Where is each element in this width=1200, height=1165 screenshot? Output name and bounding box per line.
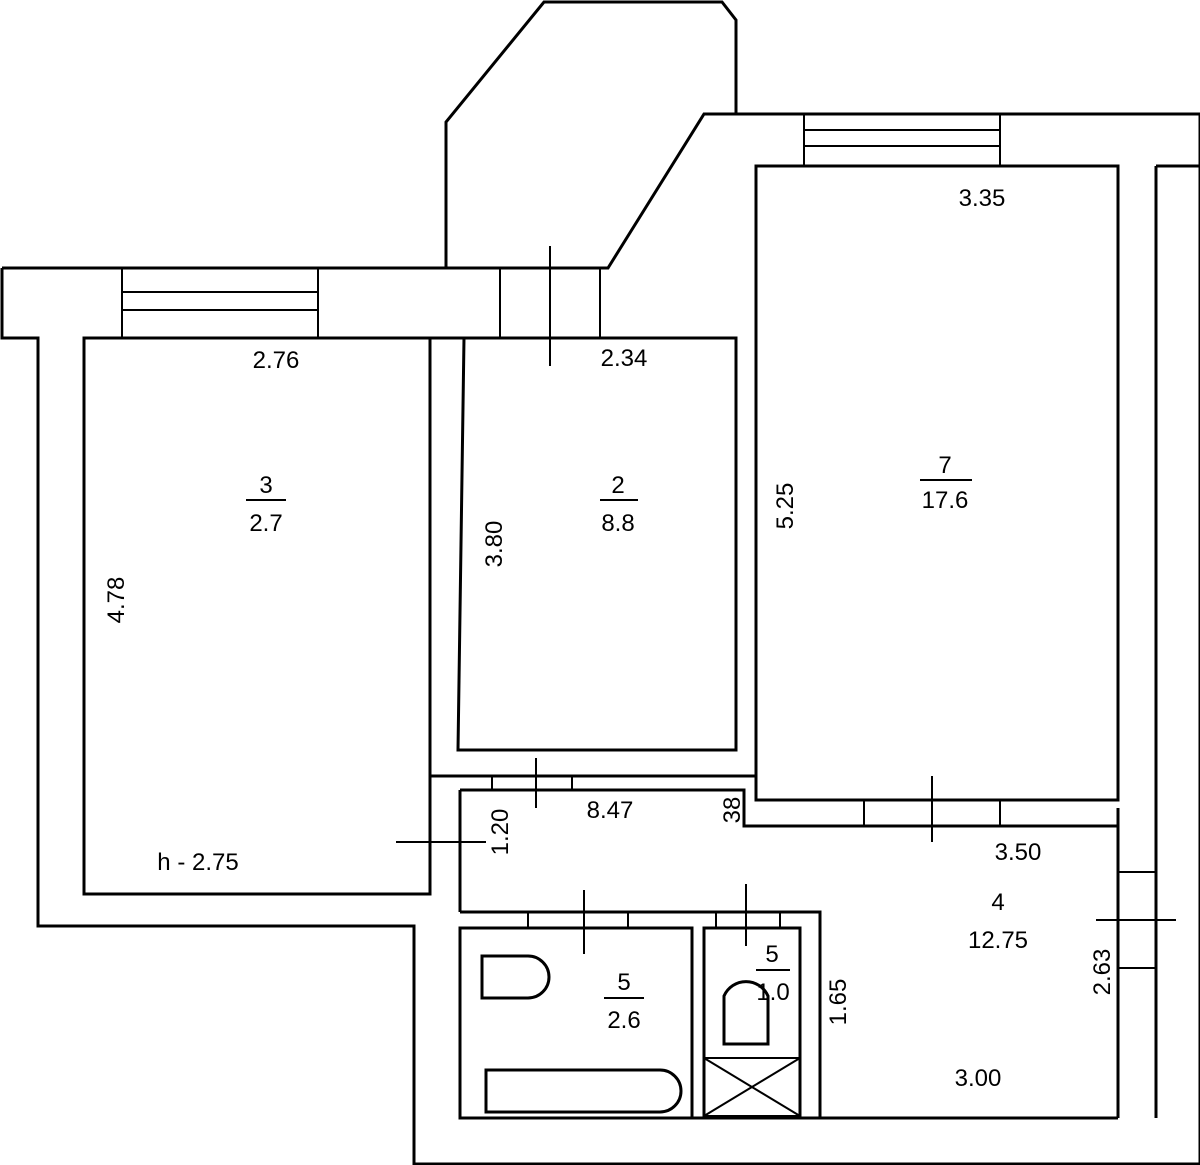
window-room-7 <box>803 113 1001 167</box>
room-7-outline <box>754 164 1120 802</box>
bay-window-wall <box>446 112 736 270</box>
room-4-length-label: 1.20 <box>487 809 514 856</box>
bathroom-area: 2.6 <box>607 1007 640 1034</box>
bath-block-outline <box>460 910 822 1118</box>
windows <box>121 113 1001 339</box>
room-7-width-label: 3.35 <box>959 185 1006 212</box>
window-room-3 <box>121 267 319 339</box>
room-7-number: 7 <box>938 452 951 479</box>
room-2-length-label: 3.80 <box>481 521 508 568</box>
room-2-outline <box>456 336 738 752</box>
dimensions: 2.76 4.78 2.34 3.80 3.35 5.25 8.47 1.20 … <box>103 185 1116 1092</box>
room-3-area: 2.7 <box>249 510 282 537</box>
toilet-label: 5 1.0 <box>756 941 790 1006</box>
room-4-length2-label: 38 <box>719 797 746 824</box>
room-4-label: 4 12.75 <box>968 889 1028 954</box>
room-7-label: 7 17.6 <box>920 452 972 514</box>
bathtub-icon <box>484 1068 683 1114</box>
room-2-width-label: 2.34 <box>601 345 648 372</box>
room-4-width3-label: 3.00 <box>955 1065 1002 1092</box>
ventilation-shaft <box>703 1057 801 1117</box>
room-4-length3-label: 2.63 <box>1089 949 1116 996</box>
room-2-area: 8.8 <box>601 510 634 537</box>
bathroom-number: 5 <box>617 969 630 996</box>
room-4-area: 12.75 <box>968 927 1028 954</box>
sink-icon <box>480 954 551 1000</box>
room-7-area: 17.6 <box>922 487 969 514</box>
room-3-length-label: 4.78 <box>103 577 130 624</box>
ceiling-height-label: h - 2.75 <box>157 849 238 876</box>
room-2-number: 2 <box>611 472 624 499</box>
room-4-outline <box>460 788 1118 828</box>
room-4-width-label: 8.47 <box>587 797 634 824</box>
toilet-icon <box>722 980 770 1046</box>
room-2-label: 2 8.8 <box>600 472 638 537</box>
toilet-number: 5 <box>765 941 778 968</box>
room-4-width2-label: 3.50 <box>995 839 1042 866</box>
toilet-outline <box>702 926 802 1120</box>
bathroom-outline <box>458 926 694 1120</box>
room-3-number: 3 <box>259 472 272 499</box>
doors <box>396 246 1176 969</box>
room-3-outline <box>82 336 432 896</box>
room-3-label: 3 2.7 <box>246 472 286 537</box>
toilet-length-label: 1.65 <box>825 979 852 1026</box>
room-4-number: 4 <box>991 889 1004 916</box>
room-7-length-label: 5.25 <box>772 483 799 530</box>
toilet-area: 1.0 <box>756 979 789 1006</box>
fixtures <box>480 954 801 1117</box>
bathroom-label: 5 2.6 <box>604 969 644 1034</box>
room-3-width-label: 2.76 <box>253 347 300 374</box>
